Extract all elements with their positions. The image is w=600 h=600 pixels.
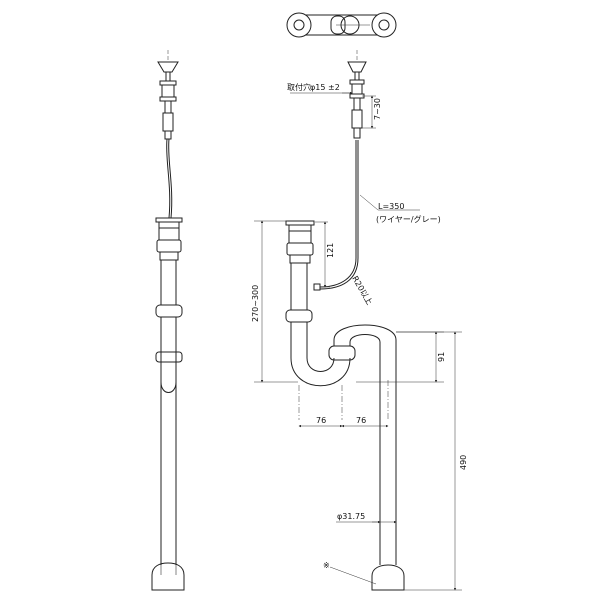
plate-thickness-label: 7~30: [373, 98, 382, 120]
plan-view: [286, 12, 397, 38]
pipe-dia-label: φ31.75: [337, 512, 365, 521]
trap-91-label: 91: [437, 352, 446, 362]
offset-right-label: 76: [356, 416, 366, 425]
wire-length-label: L=350: [378, 202, 404, 211]
side-view: [151, 50, 185, 591]
height-490-label: 490: [459, 455, 468, 470]
offset-left-label: 76: [316, 416, 326, 425]
height-270-300-label: 270~300: [251, 285, 260, 322]
bend-radius-label: R20以上: [350, 275, 374, 307]
depth-121-label: 121: [326, 243, 335, 258]
front-view: [285, 50, 405, 591]
note-mark-label: ※: [323, 561, 330, 570]
dimensions: 取付穴 φ15 ±2 7~30 L=350 (ワイヤー/グレー) 121 R20…: [251, 82, 468, 591]
wire-note-label: (ワイヤー/グレー): [376, 214, 441, 224]
mounting-hole-dia-label: φ15 ±2: [310, 83, 340, 92]
mounting-hole-label: 取付穴: [287, 82, 311, 92]
